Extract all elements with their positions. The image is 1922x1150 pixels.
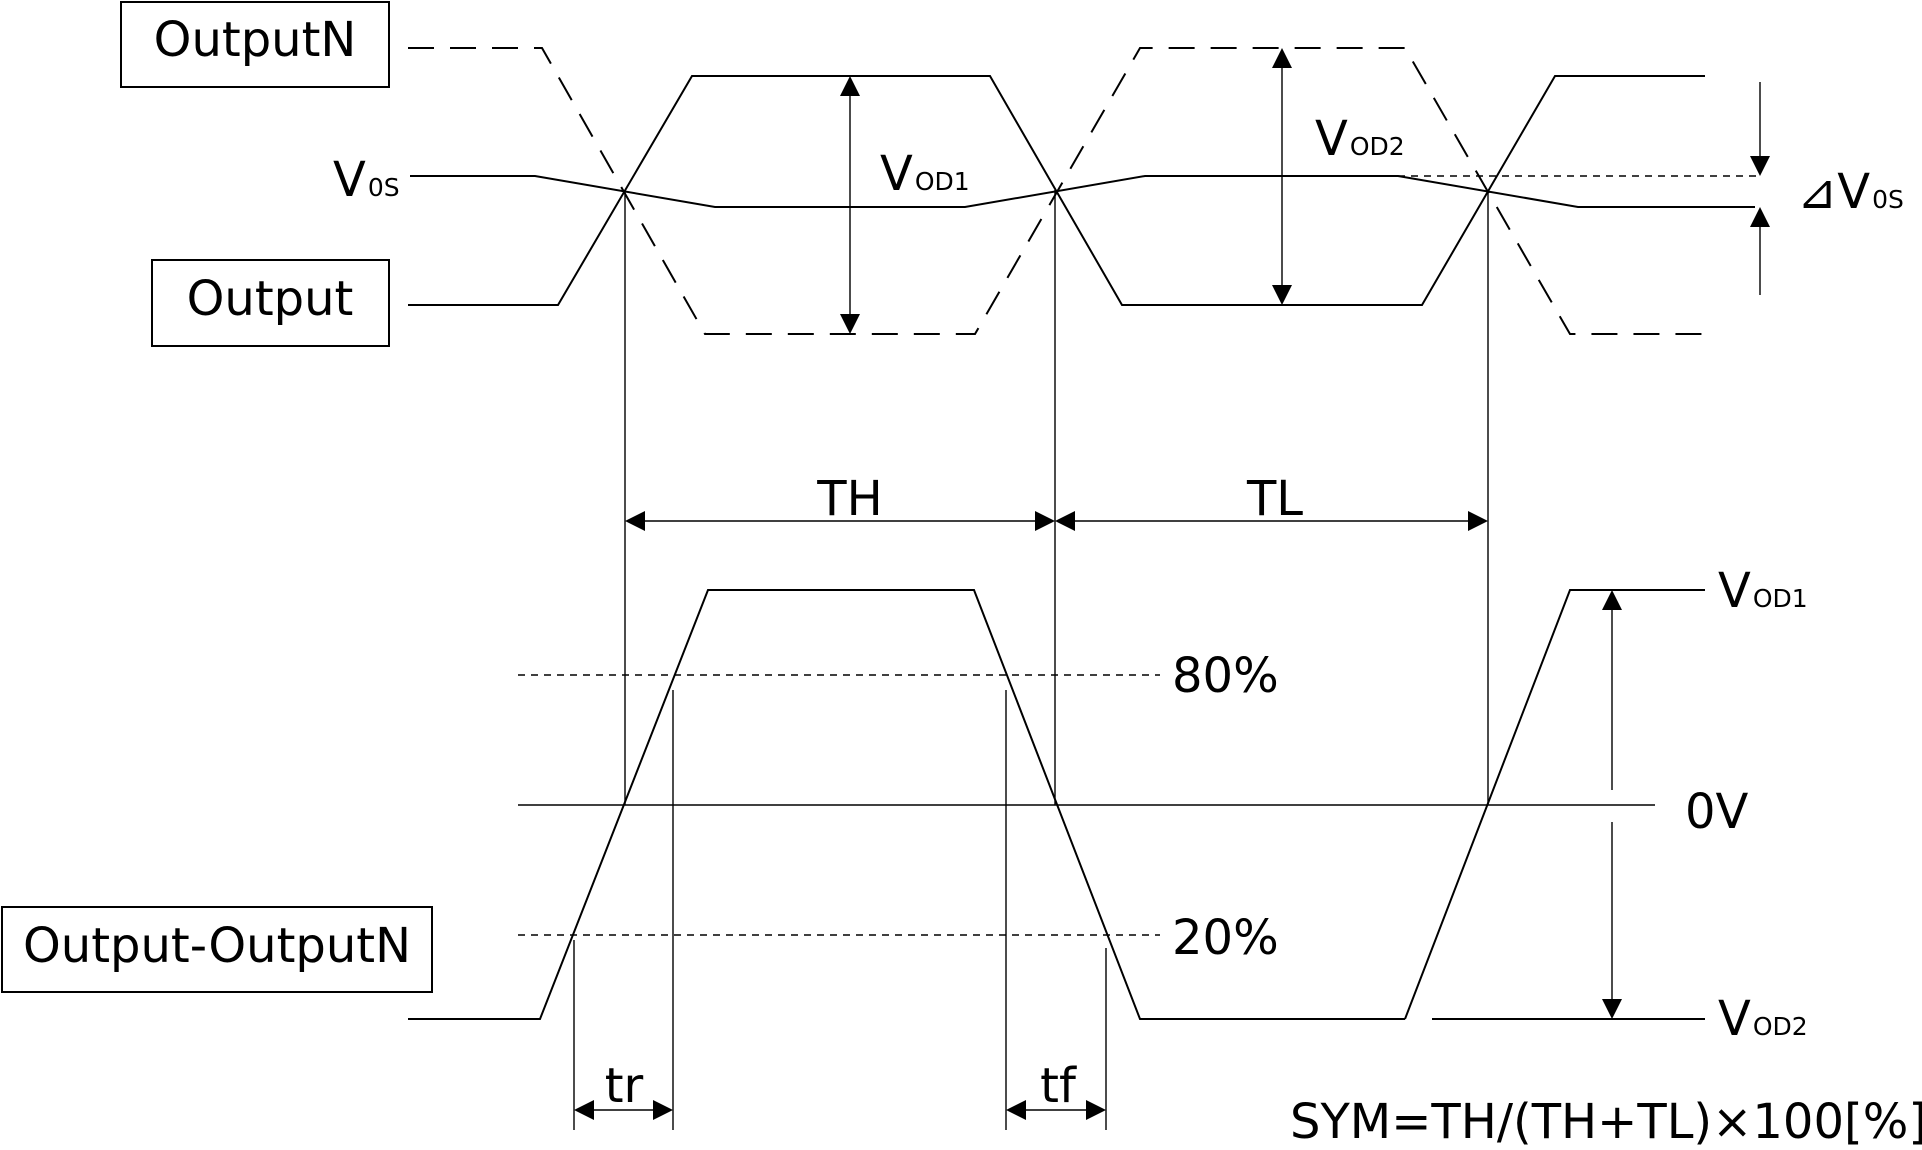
pct20-label: 20% (1172, 910, 1279, 966)
vod1-lower-label: VOD1 (1718, 563, 1808, 619)
tr-label: tr (605, 1058, 644, 1114)
output-diff-label: Output-OutputN (1, 906, 433, 993)
vod1-upper-label: VOD1 (880, 146, 970, 202)
fall-time-markers (1005, 690, 1107, 1130)
tl-label: TL (1246, 471, 1303, 527)
differential-waveform (408, 589, 1405, 1020)
vos-common-mode-line (410, 175, 1755, 208)
zero-volt-label: 0V (1685, 784, 1749, 840)
vod1-upper-arrow (840, 76, 860, 334)
svg-text:OutputN: OutputN (154, 12, 357, 68)
vod2-lower-label: VOD2 (1718, 991, 1808, 1047)
vod2-upper-arrow (1272, 48, 1292, 305)
output-label: Output (151, 259, 390, 347)
tf-label: tf (1040, 1058, 1077, 1114)
tl-period-arrow (1055, 511, 1488, 531)
th-period-arrow (625, 511, 1055, 531)
svg-text:Output: Output (187, 271, 354, 327)
output-n-label: OutputN (120, 1, 390, 88)
vod2-upper-label: VOD2 (1315, 111, 1405, 167)
rise-time-markers (573, 690, 674, 1130)
th-label: TH (816, 471, 882, 527)
symmetry-formula: SYM=TH/(TH+TL)×100[%] (1290, 1094, 1922, 1150)
svg-text:Output-OutputN: Output-OutputN (23, 918, 411, 974)
pct80-label: 80% (1172, 648, 1279, 704)
vod-differential-arrow (1602, 590, 1622, 1019)
vos-label: V0S (333, 152, 400, 208)
crossing-reference-lines (624, 190, 1489, 805)
delta-vos-arrows (1750, 82, 1770, 295)
differential-waveform-rise (1404, 589, 1705, 1020)
delta-vos-label: ⊿V0S (1797, 164, 1904, 220)
